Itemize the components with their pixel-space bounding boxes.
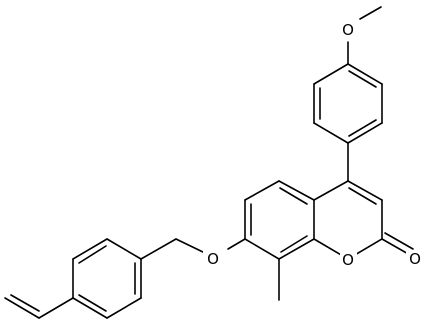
methoxy-oxygen: O	[340, 20, 357, 40]
aryl-o-bond	[227, 238, 246, 250]
ring-double-bond	[348, 70, 377, 88]
atom-label-background	[406, 250, 423, 268]
vinyl-bond	[4, 297, 40, 319]
ring-oxygen: O	[340, 251, 357, 269]
carbonyl-oxygen-label: O	[409, 250, 421, 268]
ring-bond	[313, 180, 349, 201]
vinyl-double-bond	[10, 294, 40, 312]
ring-double-bond	[280, 235, 308, 253]
ring-bond	[347, 63, 383, 85]
atom-label-background	[340, 20, 357, 40]
ring-bond	[106, 238, 142, 260]
carbonyl-bond	[381, 238, 411, 256]
o-ch2-bond	[175, 238, 206, 254]
ring-bond	[72, 238, 108, 260]
ring-double-bond	[78, 245, 107, 264]
benzo-ring	[244, 180, 315, 260]
ring-bond	[347, 180, 383, 201]
atom-label-background	[340, 251, 357, 269]
ring-bond	[313, 63, 349, 85]
ring-bond	[72, 297, 108, 319]
aryl-vinyl-bond	[38, 297, 74, 319]
carbonyl-group	[381, 232, 414, 256]
ring-bond	[106, 297, 142, 319]
ring-bond	[244, 238, 280, 260]
ring-double-bond	[279, 187, 308, 205]
ring-double-bond	[348, 119, 377, 137]
vinylphenyl-ring	[72, 238, 142, 319]
ring-double-bond	[348, 187, 377, 205]
ether-linkage	[140, 238, 246, 260]
vinyl-group	[4, 294, 74, 319]
methoxyphenyl-ring	[313, 63, 383, 144]
ether-oxygen-label: O	[207, 250, 219, 268]
carbonyl-double-bond	[384, 232, 414, 250]
ring-bond	[244, 180, 280, 201]
pyranone-ring	[313, 180, 383, 260]
ring-oxygen-label: O	[342, 251, 354, 269]
ch2-aryl-bond	[140, 238, 177, 260]
ring-double-bond	[78, 294, 107, 312]
ring-bond	[347, 122, 383, 144]
ring-bond	[278, 238, 315, 260]
methoxy-group	[347, 6, 382, 65]
ring-bond	[313, 122, 349, 144]
atom-label-background	[203, 250, 223, 268]
ether-oxygen: O	[203, 250, 223, 268]
ring-bond	[278, 180, 315, 201]
methoxy-oxygen-label: O	[342, 21, 354, 39]
carbonyl-oxygen: O	[406, 250, 423, 268]
methyl-o-bond	[359, 6, 382, 20]
